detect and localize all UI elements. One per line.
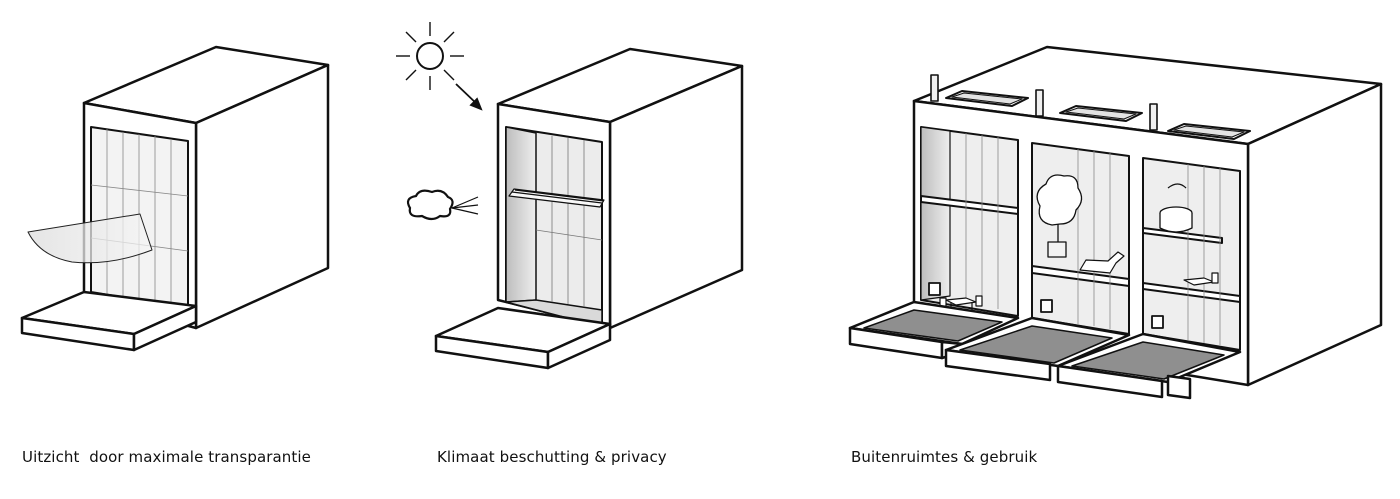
ground-terraces: [848, 300, 1242, 400]
louvre-screen: [508, 188, 605, 208]
table-chairs-icon: [1183, 272, 1219, 286]
unit3-slab-upper: [1142, 227, 1223, 244]
unit1-glass-lines: [965, 133, 999, 309]
view-cone: [27, 213, 153, 264]
terrace-side: [546, 322, 612, 370]
roof-vents: [930, 74, 1158, 131]
tree-icon: [1036, 174, 1083, 258]
terrace-side: [132, 304, 198, 352]
unit3-slab-lower: [1142, 282, 1241, 303]
sun-ray-arrow-icon: [455, 83, 483, 111]
unit1-slab: [920, 195, 1019, 215]
unit1-loggia-side: [920, 126, 951, 301]
unit3-glass-lines: [1187, 164, 1221, 345]
loggia-side: [505, 126, 537, 303]
small-windows: [928, 282, 1164, 329]
table-chairs-icon: [939, 295, 983, 312]
caption-climate: Klimaat beschutting & privacy: [437, 448, 667, 466]
sun-icon: [396, 22, 464, 90]
unit3-loggia: [1142, 157, 1241, 351]
loggia-glass-lines: [535, 136, 603, 307]
unit2-glass-lines: [1077, 149, 1111, 329]
roof-skylights: [945, 90, 1251, 140]
wind-cloud-icon: [406, 189, 479, 221]
transparency-building: [20, 45, 330, 352]
climate-building: [434, 47, 744, 370]
caption-outdoor: Buitenruimtes & gebruik: [851, 448, 1038, 466]
hot-tub-icon: [1159, 183, 1193, 233]
unit2-slab: [1031, 265, 1130, 287]
caption-transparency: Uitzicht door maximale transparantie: [22, 448, 311, 466]
outdoor-block: [848, 45, 1383, 400]
lounge-chair-icon: [1079, 251, 1125, 274]
